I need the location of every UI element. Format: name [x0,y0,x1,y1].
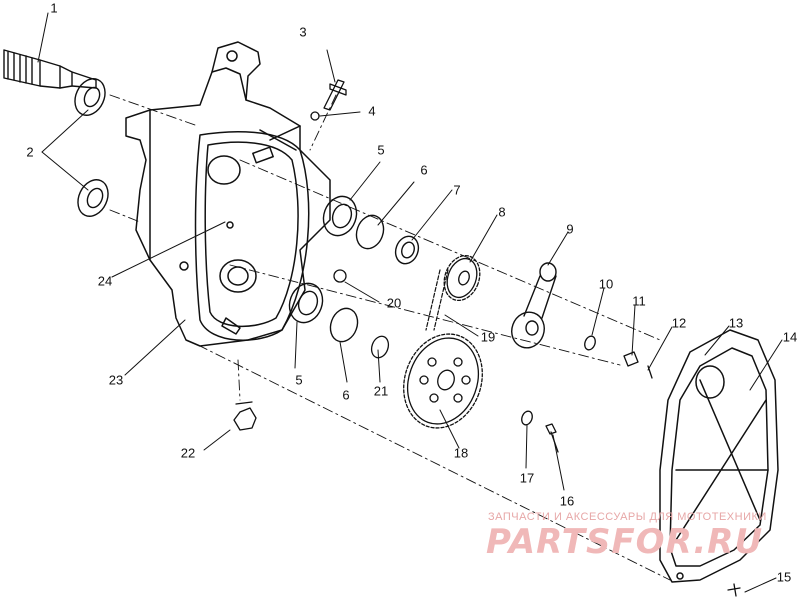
chaincase-housing [125,41,331,347]
callout-16: 16 [559,493,575,509]
callout-7: 7 [453,182,461,198]
callout-17: 17 [519,470,535,486]
tensioner-arm [511,262,557,349]
callout-4: 4 [368,103,376,119]
assembly-axes [109,94,671,581]
small-fasteners [233,269,741,597]
callout-20: 20 [386,295,402,311]
callout-18: 18 [453,445,469,461]
drive-chain [425,269,449,331]
callout-11: 11 [632,293,646,309]
chaincase-cover [659,329,779,583]
large-sprocket [403,333,483,429]
callout-1: 1 [50,0,58,16]
callout-3: 3 [299,24,307,40]
leader-lines [37,12,783,593]
callout-24: 24 [97,273,113,289]
callout-15: 15 [776,569,792,585]
callout-5: 5 [377,142,385,158]
callout-6-lower: 6 [342,387,350,403]
callout-22: 22 [180,445,196,461]
watermark-subtitle: ЗАПЧАСТИ И АКСЕССУАРЫ ДЛЯ МОТОТЕХНИКИ [488,511,767,523]
callout-10: 10 [598,276,614,292]
callout-19: 19 [480,329,496,345]
thrust-washer [394,235,420,265]
callout-21: 21 [373,383,389,399]
callout-23: 23 [108,372,124,388]
callout-12: 12 [671,315,687,331]
callout-9: 9 [566,221,574,237]
callout-14: 14 [782,329,798,345]
top-sprocket [443,254,481,302]
callout-6: 6 [420,162,428,178]
callout-2: 2 [26,144,34,160]
callout-13: 13 [728,315,744,331]
snap-rings [329,214,385,343]
callout-5-lower: 5 [295,372,303,388]
callout-8: 8 [498,204,506,220]
watermark-brand: PARTSFOR.RU [486,522,764,562]
oil-seals [74,78,109,217]
splined-shaft [3,49,97,89]
bolt-and-washer [310,79,347,121]
bearings [288,195,358,324]
